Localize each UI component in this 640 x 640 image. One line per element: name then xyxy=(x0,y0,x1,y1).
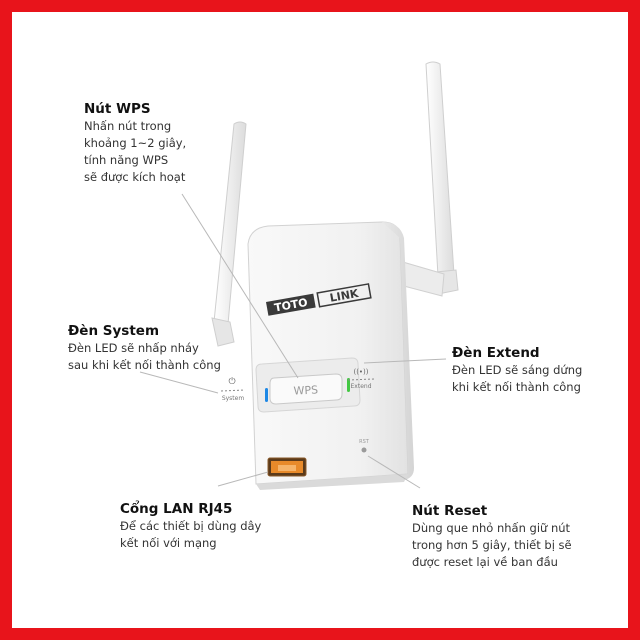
callout-reset-line: được reset lại về ban đầu xyxy=(412,555,558,569)
callout-lan-line: Để các thiết bị dùng dây xyxy=(120,519,262,533)
callout-extend-line: Đèn LED sẽ sáng dứng xyxy=(452,363,583,377)
callout-system-line: Đèn LED sẽ nhấp nháy xyxy=(68,341,199,355)
leader-line-lan xyxy=(217,471,269,487)
callout-extend: Đèn Extend Đèn LED sẽ sáng dứng khi kết … xyxy=(452,344,582,396)
leader-line-wps xyxy=(181,193,299,379)
callout-wps-line: Nhấn nút trong xyxy=(84,119,172,133)
system-led xyxy=(265,388,268,402)
callout-system-description: Đèn LED sẽ nhấp nháy sau khi kết nối thà… xyxy=(68,340,221,374)
left-antenna xyxy=(211,121,247,347)
callout-wps-line: tính năng WPS xyxy=(84,153,169,167)
totolink-logo: TOTO LINK xyxy=(266,283,372,316)
callout-lan-title: Cổng LAN RJ45 xyxy=(120,501,233,517)
wps-button[interactable]: WPS xyxy=(269,373,343,405)
callout-wps-description: Nhấn nút trong khoảng 1~2 giây, tính năn… xyxy=(84,118,186,186)
callout-extend-line: khi kết nối thành công xyxy=(452,380,581,394)
callout-reset-line: trong hơn 5 giây, thiết bị sẽ xyxy=(412,538,572,552)
callout-reset-line: Dùng que nhỏ nhấn giữ nút xyxy=(412,521,571,535)
callout-extend-title: Đèn Extend xyxy=(452,345,540,361)
callout-wps-title: Nút WPS xyxy=(84,101,151,117)
callout-reset-description: Dùng que nhỏ nhấn giữ nút trong hơn 5 gi… xyxy=(412,520,572,571)
extend-led xyxy=(347,378,350,392)
callout-wps-line: sẽ được kích hoạt xyxy=(84,170,186,184)
callout-lan: Cổng LAN RJ45 Để các thiết bị dùng dây k… xyxy=(120,500,261,552)
callout-extend-description: Đèn LED sẽ sáng dứng khi kết nối thành c… xyxy=(452,362,582,396)
callout-wps: Nút WPS Nhấn nút trong khoảng 1~2 giây, … xyxy=(84,100,186,186)
brand-part1: TOTO xyxy=(273,296,308,315)
system-indicator-label: System xyxy=(222,395,245,402)
reset-pinhole-label: RST xyxy=(359,439,370,445)
signal-icon: ((•)) xyxy=(353,368,368,376)
wps-button-label: WPS xyxy=(293,383,318,397)
reset-button[interactable]: RST xyxy=(359,439,370,453)
system-indicator: ⏻ System xyxy=(220,376,246,402)
brand-part2: LINK xyxy=(329,287,360,305)
leader-lines xyxy=(139,193,447,489)
leader-line-reset xyxy=(367,455,421,489)
callout-wps-line: khoảng 1~2 giây, xyxy=(84,136,187,150)
router-illustration: TOTO LINK WPS ⏻ System ((•)) Extend xyxy=(139,61,459,490)
callout-system: Đèn System Đèn LED sẽ nhấp nháy sau khi … xyxy=(68,322,221,374)
extend-indicator-label: Extend xyxy=(351,383,372,390)
right-antenna xyxy=(395,61,459,297)
callout-system-title: Đèn System xyxy=(68,323,160,339)
callout-lan-line: kết nối với mạng xyxy=(120,536,217,550)
extend-indicator: ((•)) Extend xyxy=(347,368,375,390)
callout-reset: Nút Reset Dùng que nhỏ nhấn giữ nút tron… xyxy=(412,502,572,571)
callout-reset-title: Nút Reset xyxy=(412,503,488,519)
leader-line-extend xyxy=(363,358,447,364)
lan-port xyxy=(267,457,307,477)
leader-line-system xyxy=(139,371,219,394)
power-icon: ⏻ xyxy=(228,376,235,387)
callout-lan-description: Để các thiết bị dùng dây kết nối với mạn… xyxy=(120,518,261,552)
callout-system-line: sau khi kết nối thành công xyxy=(68,358,221,372)
router-body xyxy=(247,221,414,490)
